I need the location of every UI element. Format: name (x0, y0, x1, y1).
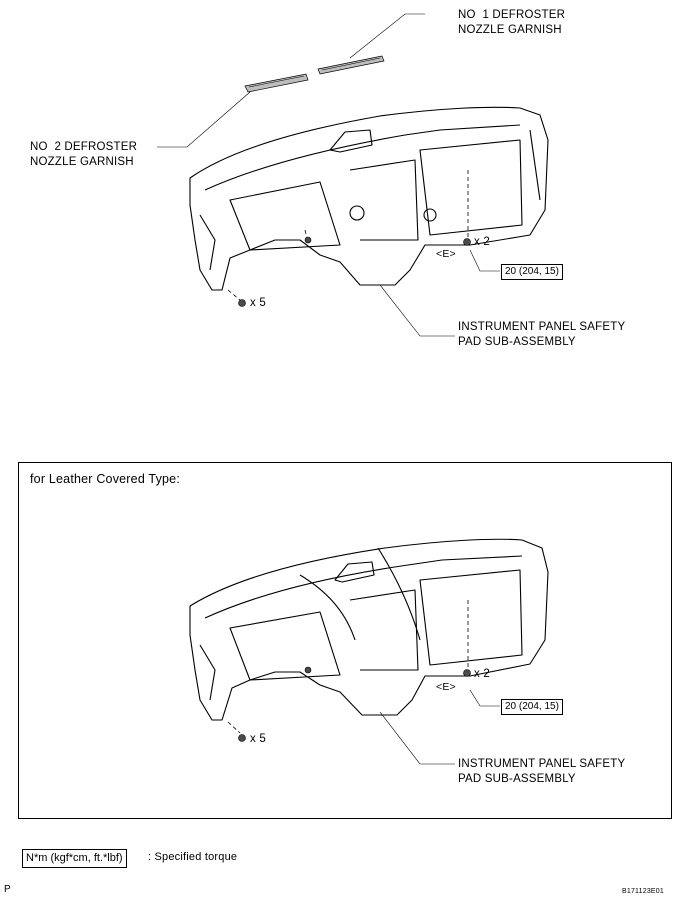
qty-x5-label-bottom: x 5 (250, 733, 266, 745)
leader-pad-top (379, 284, 455, 337)
pad-label-top: INSTRUMENT PANEL SAFETY PAD SUB-ASSEMBLY (458, 321, 626, 348)
no2-defroster-garnish (244, 73, 309, 93)
leader-torque-top (469, 249, 500, 272)
torque-box-top: 20 (204, 15) (501, 264, 563, 280)
qty-x2-label-bottom: x 2 (474, 668, 490, 680)
instrument-panel-top (189, 106, 549, 307)
leader-no1 (349, 13, 425, 59)
leather-covered-frame (18, 462, 672, 819)
no1-defroster-garnish (317, 55, 385, 75)
qty-x2-label-top: x 2 (474, 236, 490, 248)
legend-unit-box: N*m (kgf*cm, ft.*lbf) (22, 849, 127, 868)
clip-e-label-bottom: <E> (436, 681, 456, 693)
leader-torque-bottom (469, 689, 500, 707)
pad-label-bottom: INSTRUMENT PANEL SAFETY PAD SUB-ASSEMBLY (458, 758, 626, 785)
leader-pad-bottom (379, 711, 455, 765)
no1-defroster-label: NO 1 DEFROSTER NOZZLE GARNISH (458, 9, 566, 36)
no2-defroster-label: NO 2 DEFROSTER NOZZLE GARNISH (30, 141, 138, 168)
torque-box-bottom: 20 (204, 15) (501, 699, 563, 715)
footer-left-mark: P (4, 884, 11, 895)
leader-no2 (157, 91, 251, 148)
clip-e-label-top: <E> (436, 248, 456, 260)
figure-id: B171123E01 (622, 888, 664, 895)
qty-x5-label-top: x 5 (250, 297, 266, 309)
legend-description: : Specified torque (148, 851, 238, 863)
instrument-panel-leather (189, 538, 549, 742)
leather-section-title: for Leather Covered Type: (30, 472, 180, 486)
